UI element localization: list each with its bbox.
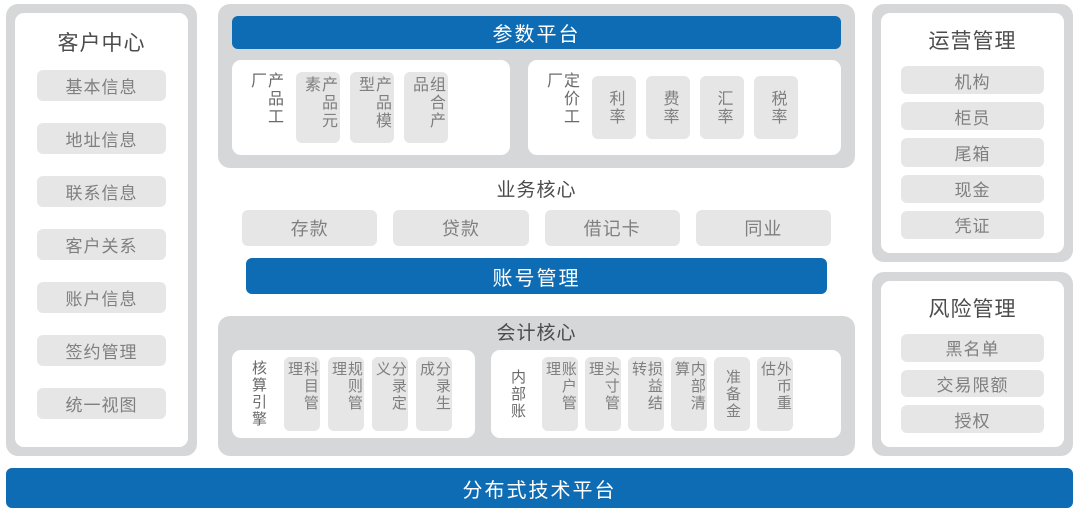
risk-item-transaction-limit[interactable]: 交易限额 (901, 369, 1044, 398)
pricing-factory-item-interest-rate[interactable]: 利率 (592, 75, 636, 140)
customer-center-item-basic-info[interactable]: 基本信息 (37, 70, 166, 101)
customer-center-item-customer-relation[interactable]: 客户关系 (37, 229, 166, 260)
business-core-item-interbank[interactable]: 同业 (695, 210, 831, 246)
customer-center-card: 客户中心 基本信息 地址信息 联系信息 客户关系 账户信息 签约管理 统一视图 (15, 13, 188, 447)
business-core-item-loan[interactable]: 贷款 (393, 210, 529, 246)
internal-account-item-position-management[interactable]: 头寸管理 (585, 357, 621, 431)
accounting-core-panel: 会计核心 核算引擎 科目管理 规则管理 分录定义 分录生成 内部账 账户管理 头… (218, 316, 855, 456)
business-core-section: 业务核心 存款 贷款 借记卡 同业 账号管理 (218, 172, 855, 302)
operations-management-panel: 运营管理 机构 柜员 尾箱 现金 凭证 (872, 4, 1073, 262)
internal-account-item-internal-clearing[interactable]: 内部清算 (671, 357, 707, 431)
product-factory-group: 产品工厂 产品元素 产品模型 组合产品 (232, 60, 510, 155)
internal-account-item-fx-revaluation[interactable]: 外币重估 (757, 357, 793, 431)
risk-item-authorization[interactable]: 授权 (901, 405, 1044, 434)
internal-account-item-reserve[interactable]: 准备金 (714, 357, 750, 431)
risk-item-blacklist[interactable]: 黑名单 (901, 334, 1044, 362)
internal-account-label: 内部账 (508, 368, 526, 420)
customer-center-item-address-info[interactable]: 地址信息 (37, 123, 166, 154)
accounting-engine-item-entry-definition[interactable]: 分录定义 (372, 357, 408, 431)
operations-item-cash[interactable]: 现金 (901, 174, 1044, 203)
pricing-factory-group: 定价工厂 利率 费率 汇率 税率 (528, 60, 841, 155)
pricing-factory-item-exchange-rate[interactable]: 汇率 (700, 75, 744, 140)
accounting-engine-group: 核算引擎 科目管理 规则管理 分录定义 分录生成 (232, 350, 475, 438)
accounting-core-groups: 核算引擎 科目管理 规则管理 分录定义 分录生成 内部账 账户管理 头寸管理 损… (232, 350, 841, 438)
customer-center-item-account-info[interactable]: 账户信息 (37, 282, 166, 313)
parameter-platform-panel: 参数平台 产品工厂 产品元素 产品模型 组合产品 定价工厂 利率 费率 汇率 税… (218, 4, 855, 168)
operations-item-institution[interactable]: 机构 (901, 66, 1044, 95)
pricing-factory-item-fee-rate[interactable]: 费率 (646, 75, 690, 140)
customer-center-title: 客户中心 (57, 32, 146, 55)
pricing-factory-item-tax-rate[interactable]: 税率 (754, 75, 798, 140)
distributed-technology-platform-bar[interactable]: 分布式技术平台 (6, 468, 1073, 508)
internal-account-item-profit-loss-settlement[interactable]: 损益结转 (628, 357, 664, 431)
parameter-platform-groups: 产品工厂 产品元素 产品模型 组合产品 定价工厂 利率 费率 汇率 税率 (232, 60, 841, 155)
accounting-engine-item-rule-management[interactable]: 规则管理 (328, 357, 364, 431)
internal-account-group: 内部账 账户管理 头寸管理 损益结转 内部清算 准备金 外币重估 (491, 350, 841, 438)
risk-management-title: 风险管理 (928, 298, 1017, 321)
customer-center-item-contract-management[interactable]: 签约管理 (37, 335, 166, 366)
accounting-core-title: 会计核心 (496, 323, 577, 344)
operations-item-teller[interactable]: 柜员 (901, 102, 1044, 131)
operations-item-voucher[interactable]: 凭证 (901, 210, 1044, 240)
product-factory-item-product-model[interactable]: 产品模型 (350, 72, 394, 143)
customer-center-item-contact-info[interactable]: 联系信息 (37, 176, 166, 207)
business-core-item-debit-card[interactable]: 借记卡 (544, 210, 680, 246)
accounting-engine-item-subject-management[interactable]: 科目管理 (284, 357, 320, 431)
customer-center-item-unified-view[interactable]: 统一视图 (37, 388, 166, 419)
business-core-items: 存款 贷款 借记卡 同业 (218, 210, 855, 246)
parameter-platform-title: 参数平台 (232, 16, 841, 49)
product-factory-label: 产品工厂 (248, 72, 282, 126)
pricing-factory-label: 定价工厂 (544, 72, 578, 126)
accounting-engine-label: 核算引擎 (249, 360, 267, 428)
operations-item-cash-box[interactable]: 尾箱 (901, 138, 1044, 167)
business-core-title: 业务核心 (496, 180, 577, 201)
operations-management-card: 运营管理 机构 柜员 尾箱 现金 凭证 (881, 13, 1064, 253)
business-core-item-deposit[interactable]: 存款 (242, 210, 378, 246)
accounting-engine-item-entry-generation[interactable]: 分录生成 (416, 357, 452, 431)
operations-management-title: 运营管理 (928, 30, 1017, 53)
product-factory-item-product-element[interactable]: 产品元素 (296, 72, 340, 143)
risk-management-card: 风险管理 黑名单 交易限额 授权 (881, 281, 1064, 447)
internal-account-item-account-management[interactable]: 账户管理 (542, 357, 578, 431)
risk-management-panel: 风险管理 黑名单 交易限额 授权 (872, 272, 1073, 456)
account-management-bar[interactable]: 账号管理 (246, 258, 827, 294)
product-factory-item-composite-product[interactable]: 组合产品 (404, 72, 448, 143)
customer-center-panel: 客户中心 基本信息 地址信息 联系信息 客户关系 账户信息 签约管理 统一视图 (6, 4, 197, 456)
